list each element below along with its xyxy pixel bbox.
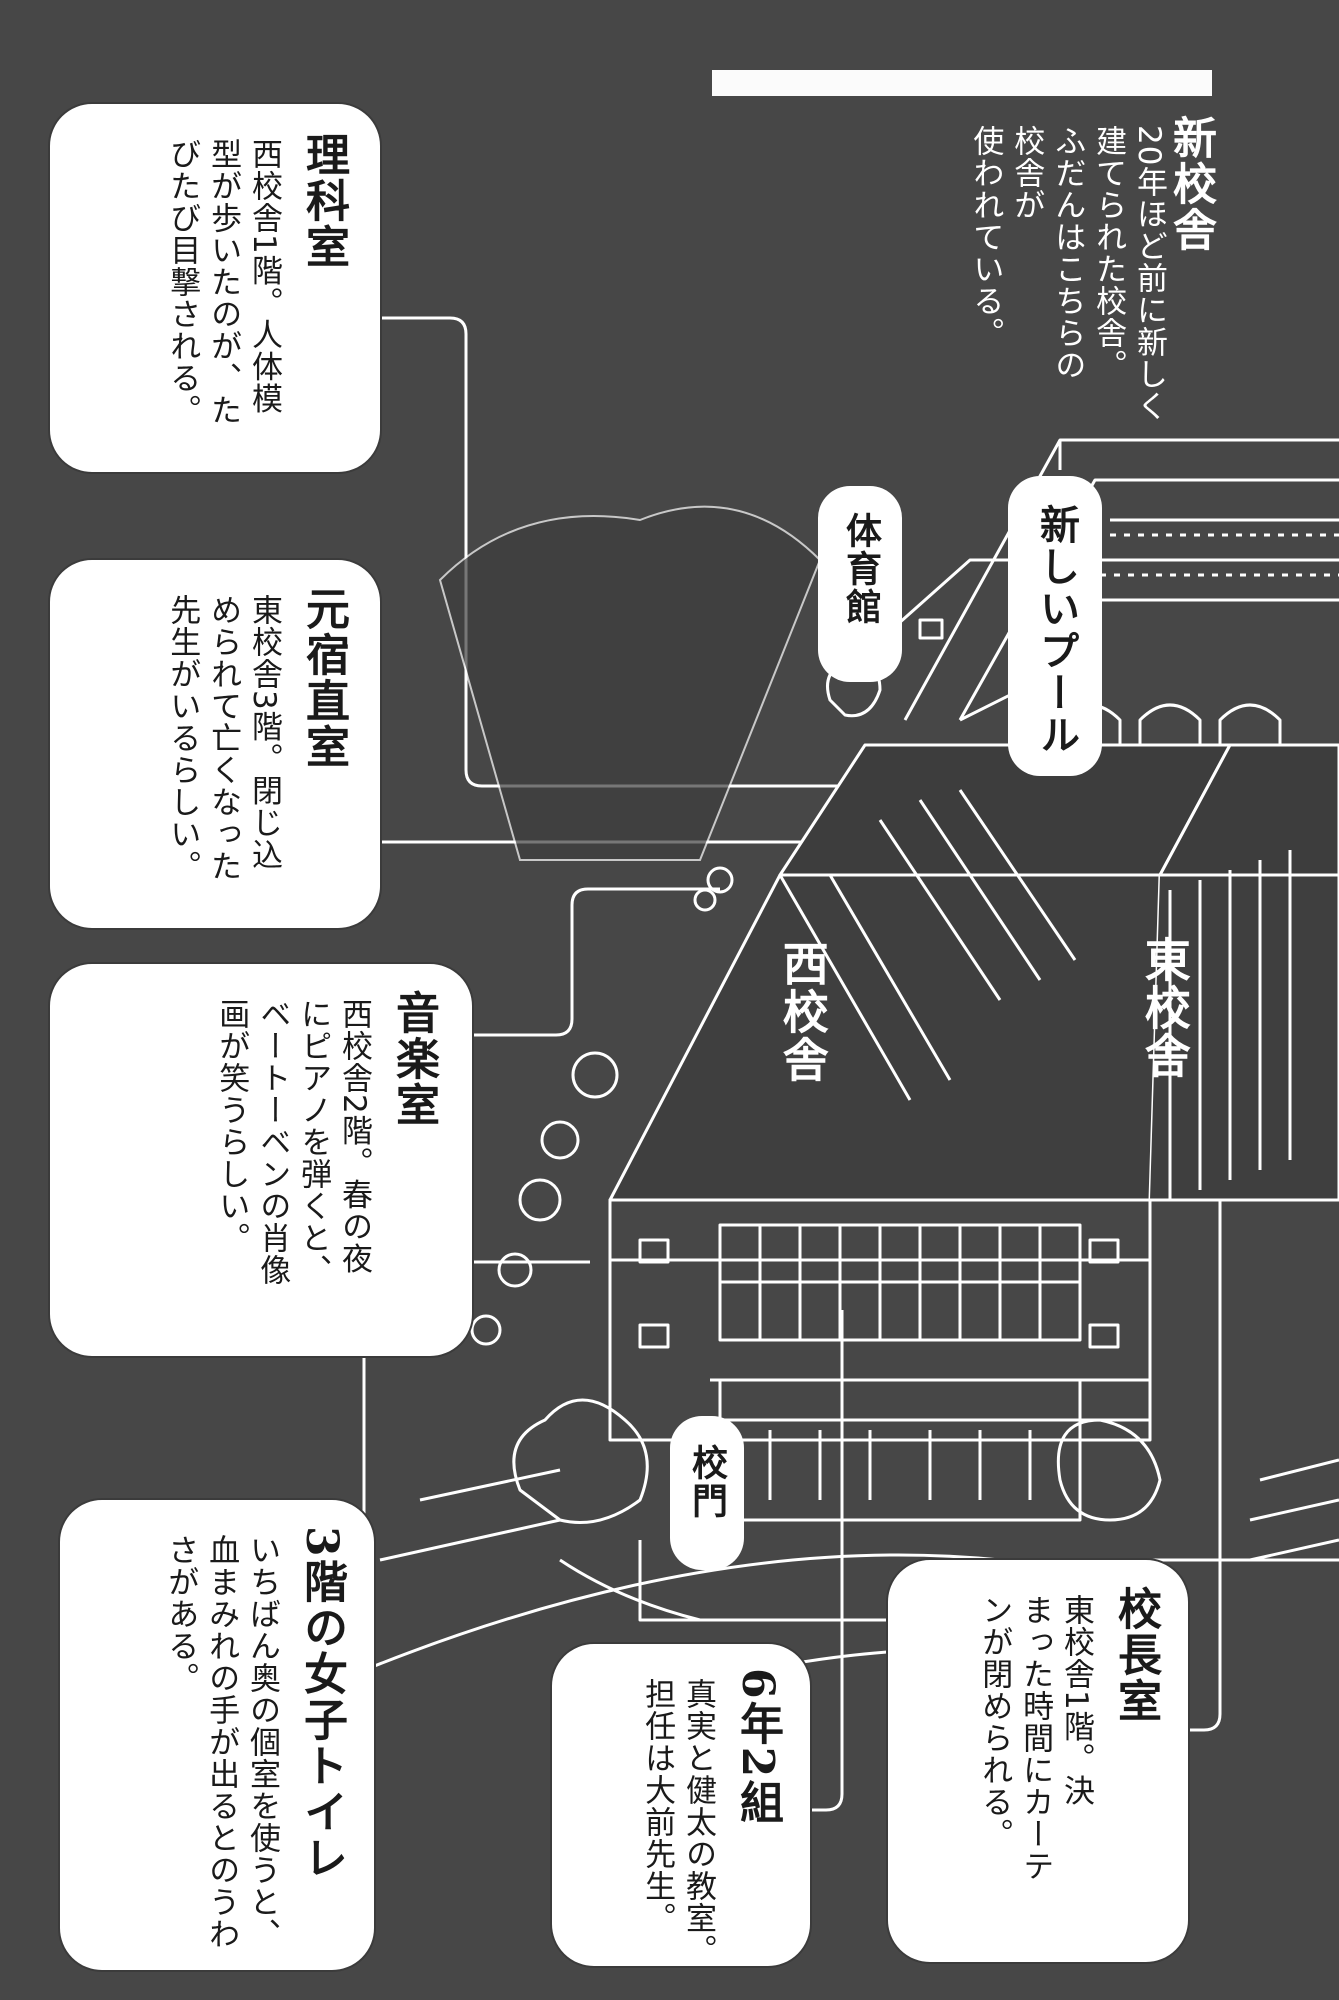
kouchoushitsu-title: 校長室 bbox=[1110, 1586, 1161, 1724]
ongakushitsu-card: 音楽室 西校舎2階。春の夜 にピアノを弾くと、 ベートーベンの肖像 画が笑うらし… bbox=[48, 962, 474, 1358]
atarashii-pool-text: 新しいプール bbox=[1033, 504, 1080, 756]
kouchoushitsu-text: 東校舎1階。決 まった時間にカーテ ンが閉められる。 bbox=[976, 1594, 1094, 1882]
higashi-kousha-label: 東校舎 bbox=[1137, 936, 1192, 1080]
shinkousha-text: 20年ほど前に新しく 建てられた校舎。 ふだんはこちらの 校舎が 使われている。 bbox=[967, 125, 1167, 423]
connector-rikashitsu bbox=[378, 316, 860, 788]
nishi-kousha-label: 西校舎 bbox=[775, 940, 830, 1084]
koumon-text: 校門 bbox=[686, 1444, 728, 1520]
connector-rokunen-nikumi bbox=[810, 1310, 844, 1812]
connector-ongakushitsu bbox=[470, 887, 720, 1037]
rikashitsu-text: 西校舎1階。人体模 型が歩いたのが、た びたび目撃される。 bbox=[164, 138, 282, 426]
joshi-toilet-text: いちばん奥の個室を使うと、 血まみれの手が出るとのうわ さがある。 bbox=[162, 1534, 280, 1950]
ongakushitsu-title: 音楽室 bbox=[388, 990, 439, 1128]
rokunen-nikumi-title: 6年2組 bbox=[732, 1668, 783, 1826]
taiikukan-label: 体育館 bbox=[818, 486, 902, 682]
rikashitsu-card: 理科室 西校舎1階。人体模 型が歩いたのが、た びたび目撃される。 bbox=[48, 102, 382, 474]
rokunen-nikumi-text: 真実と健太の教室。 担任は大前先生。 bbox=[639, 1678, 716, 1966]
motoshukuchokushitsu-card: 元宿直室 東校舎3階。閉じ込 められて亡くなった 先生がいるらしい。 bbox=[48, 558, 382, 930]
shinkousha-title: 新校舎 bbox=[1165, 115, 1216, 253]
rikashitsu-title: 理科室 bbox=[298, 132, 349, 270]
rokunen-nikumi-card: 6年2組 真実と健太の教室。 担任は大前先生。 bbox=[550, 1642, 812, 1968]
ongakushitsu-text: 西校舎2階。春の夜 にピアノを弾くと、 ベートーベンの肖像 画が笑うらしい。 bbox=[213, 998, 372, 1286]
motoshukuchokushitsu-title: 元宿直室 bbox=[298, 586, 349, 770]
taiikukan-text: 体育館 bbox=[840, 512, 882, 626]
motoshukuchokushitsu-text: 東校舎3階。閉じ込 められて亡くなった 先生がいるらしい。 bbox=[164, 594, 282, 882]
kouchoushitsu-card: 校長室 東校舎1階。決 まった時間にカーテ ンが閉められる。 bbox=[886, 1558, 1190, 1964]
koumon-label: 校門 bbox=[670, 1416, 744, 1570]
atarashii-pool-label: 新しいプール bbox=[1008, 476, 1102, 776]
connector-kouchoushitsu bbox=[1188, 1110, 1339, 1732]
joshi-toilet-card: 3階の女子トイレ いちばん奥の個室を使うと、 血まみれの手が出るとのうわ さがあ… bbox=[58, 1498, 376, 1972]
joshi-toilet-title: 3階の女子トイレ bbox=[296, 1526, 347, 1881]
header-bar bbox=[712, 70, 1212, 96]
